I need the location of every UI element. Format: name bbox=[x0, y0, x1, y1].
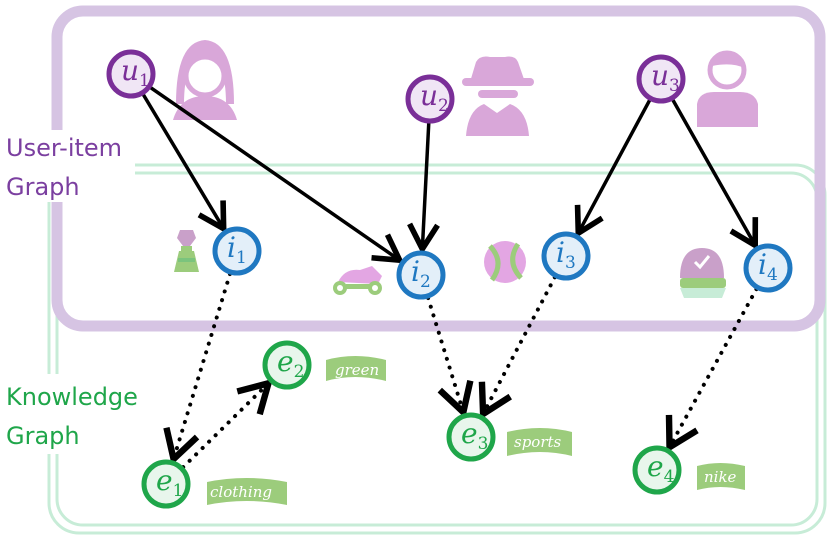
entity-node-label: e1 bbox=[156, 464, 183, 501]
tag-clothing: clothing bbox=[207, 478, 287, 505]
knowledge-graph-frame bbox=[47, 163, 827, 535]
item-node-label: i3 bbox=[556, 236, 576, 273]
tag-nike-text: nike bbox=[704, 468, 737, 486]
item-node-i4: i4 bbox=[743, 243, 793, 293]
item-node-i1: i1 bbox=[212, 226, 262, 276]
user-item-label-line1: User-item bbox=[6, 134, 122, 162]
user-node-label: u3 bbox=[651, 59, 680, 96]
user-node-u1: u1 bbox=[106, 49, 156, 99]
cap-icon bbox=[680, 248, 726, 298]
user-node-circle bbox=[405, 74, 455, 124]
tag-clothing-text: clothing bbox=[210, 483, 272, 501]
motorcycle-icon bbox=[333, 266, 382, 295]
user-node-label: u1 bbox=[121, 54, 150, 91]
knowledge-edge-i4-e4 bbox=[665, 287, 759, 453]
interaction-edge-u1-i1 bbox=[141, 92, 227, 234]
dress-icon bbox=[174, 230, 199, 272]
knowledge-edge-e1-e2 bbox=[181, 378, 274, 470]
user-node-label: u2 bbox=[420, 79, 449, 116]
entity-node-label: e3 bbox=[461, 417, 488, 454]
user-item-graph-label: User-item Graph bbox=[0, 130, 135, 202]
item-node-circle bbox=[541, 231, 591, 281]
interaction-edge-u2-i2 bbox=[407, 121, 440, 255]
tag-green: green bbox=[326, 356, 386, 381]
nodes-layer: u1 u2 u3 i1 i2 i3 i4 e1 e2 e3 e4 bbox=[106, 49, 793, 509]
entity-node-label: e2 bbox=[277, 345, 304, 382]
user-node-u2: u2 bbox=[405, 74, 455, 124]
entity-node-circle bbox=[446, 412, 496, 462]
entity-node-e4: e4 bbox=[632, 445, 682, 495]
entity-node-label: e4 bbox=[647, 450, 674, 487]
tag-sports-text: sports bbox=[514, 433, 562, 451]
tag-nike: nike bbox=[697, 463, 745, 490]
knowledge-label-line1: Knowledge bbox=[6, 383, 138, 411]
interaction-edge-u3-i3 bbox=[574, 98, 652, 239]
item-node-circle bbox=[396, 250, 446, 300]
knowledge-label-line2: Graph bbox=[6, 422, 80, 450]
user-node-circle bbox=[636, 54, 686, 104]
entity-node-e3: e3 bbox=[446, 412, 496, 462]
baseball-icon bbox=[484, 241, 526, 283]
knowledge-edge-i1-e1 bbox=[163, 271, 233, 466]
item-node-circle bbox=[212, 226, 262, 276]
user-node-u3: u3 bbox=[636, 54, 686, 104]
entity-node-circle bbox=[632, 445, 682, 495]
entity-node-circle bbox=[141, 459, 191, 509]
entity-node-circle bbox=[262, 340, 312, 390]
man-icon bbox=[697, 50, 758, 127]
knowledge-edge-i2-e3 bbox=[426, 295, 474, 419]
user-item-label-line2: Graph bbox=[6, 173, 80, 201]
tag-green-text: green bbox=[335, 361, 379, 379]
user-node-circle bbox=[106, 49, 156, 99]
entity-node-e1: e1 bbox=[141, 459, 191, 509]
item-node-i3: i3 bbox=[541, 231, 591, 281]
interaction-edge-u3-i4 bbox=[671, 98, 759, 251]
interaction-edge-u1-i2 bbox=[148, 85, 405, 264]
detective-icon bbox=[462, 56, 534, 136]
item-node-label: i4 bbox=[758, 248, 778, 285]
knowledge-graph-label: Knowledge Graph bbox=[0, 374, 152, 454]
entity-node-e2: e2 bbox=[262, 340, 312, 390]
tag-sports: sports bbox=[507, 428, 572, 456]
knowledge-edge-i3-e3 bbox=[478, 275, 557, 420]
item-node-label: i1 bbox=[227, 231, 247, 268]
item-node-circle bbox=[743, 243, 793, 293]
edges-layer bbox=[141, 85, 759, 470]
item-node-label: i2 bbox=[411, 255, 431, 292]
item-node-i2: i2 bbox=[396, 250, 446, 300]
